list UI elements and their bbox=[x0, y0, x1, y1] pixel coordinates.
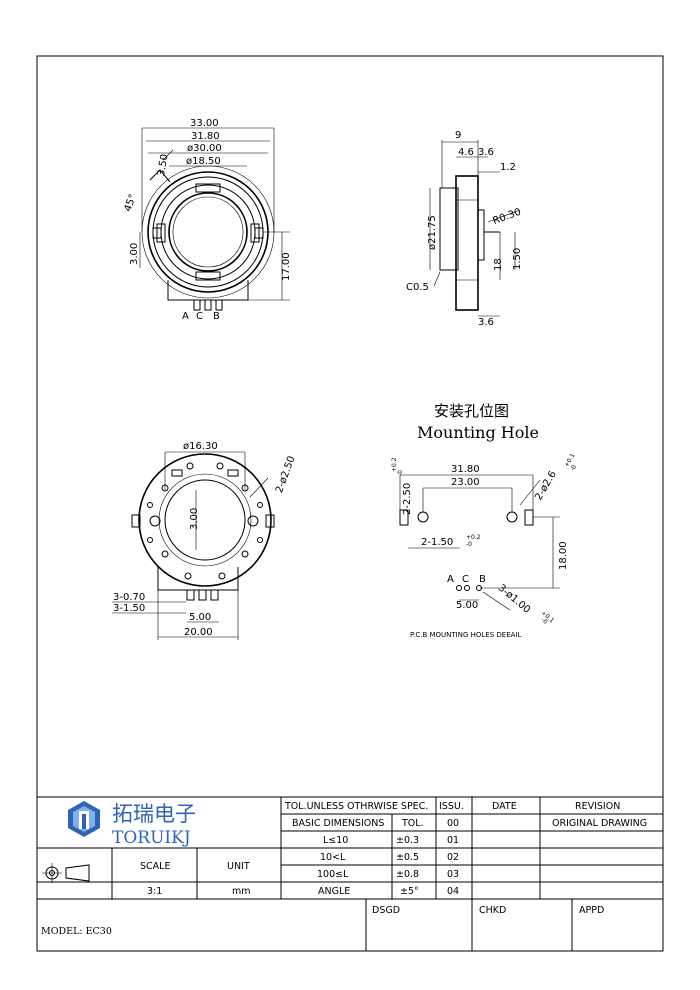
issu-row-3: 03 bbox=[447, 869, 459, 880]
issu-row-4: 04 bbox=[447, 886, 459, 897]
mounting-hole-view: 安装孔位图 Mounting Hole 2-2.50 +0.2 -0 31.80… bbox=[391, 402, 578, 639]
chkd-label: CHKD bbox=[479, 905, 506, 916]
issu-row-1: 01 bbox=[447, 835, 459, 846]
unit-label: UNIT bbox=[227, 861, 250, 872]
basic-dims-label: BASIC DIMENSIONS bbox=[292, 818, 384, 829]
mount-dim-11: 18.00 bbox=[558, 541, 569, 570]
bottom-dim-4: 3-1.50 bbox=[113, 603, 145, 614]
top-dim-3: 3.50 bbox=[156, 153, 171, 177]
mount-dim-12: 5.00 bbox=[456, 600, 478, 611]
issu-header: ISSU. bbox=[439, 801, 464, 812]
side-dim-4: R0.30 bbox=[491, 207, 522, 227]
top-dim-0: 33.00 bbox=[190, 118, 219, 129]
mount-dim-2: -0 bbox=[397, 470, 404, 476]
revision-row-1: ORIGINAL DRAWING bbox=[552, 818, 647, 829]
sheet-border bbox=[36, 55, 664, 952]
projection-symbol-icon bbox=[42, 863, 90, 883]
dsgd-label: DSGD bbox=[372, 905, 400, 916]
scale-label: SCALE bbox=[140, 861, 170, 872]
mount-dim-3: 31.80 bbox=[451, 464, 480, 475]
top-view: 33.00 31.80 ø30.00 3.50 ø18.50 45° 3.00 … bbox=[123, 118, 292, 322]
bottom-view: ø16.30 2-ø2.50 3.00 3-0.70 3-1.50 5.00 2… bbox=[112, 441, 298, 640]
side-dim-2: 3.6 bbox=[478, 147, 494, 158]
mount-dim-0: 2-2.50 bbox=[402, 483, 413, 515]
mount-dim-15: -0 bbox=[540, 617, 549, 626]
unit-value: mm bbox=[232, 886, 251, 897]
mount-dim-5: 2-ø2.6 bbox=[533, 469, 559, 502]
bottom-dim-5: 5.00 bbox=[189, 612, 211, 623]
side-view: 9 4.6 3.6 1.2 R0.30 ø21.75 18 1.50 C0.5 … bbox=[406, 130, 523, 328]
side-dim-9: 3.6 bbox=[478, 317, 494, 328]
tol-header: TOL.UNLESS OTHRWISE SPEC. bbox=[284, 801, 428, 812]
tol-row-2: ±0.5 bbox=[396, 852, 419, 863]
tol-label: TOL. bbox=[401, 818, 424, 829]
mount-pin-a: A bbox=[447, 574, 454, 585]
scale-value: 3:1 bbox=[147, 886, 162, 897]
side-dim-3: 1.2 bbox=[500, 162, 516, 173]
mount-dim-13: 3-ø1.00 bbox=[496, 583, 532, 616]
top-pin-c: C bbox=[196, 311, 203, 322]
bottom-dim-2: 3.00 bbox=[189, 508, 200, 530]
company-name-cn: 拓瑞电子 bbox=[112, 802, 196, 826]
top-dim-5: 45° bbox=[123, 193, 139, 213]
tol-row-1: ±0.3 bbox=[396, 835, 419, 846]
company-name-en: TORUIKJ bbox=[112, 828, 191, 848]
mounting-title-en: Mounting Hole bbox=[417, 423, 539, 442]
side-dim-1: 4.6 bbox=[458, 147, 474, 158]
revision-header: REVISION bbox=[575, 801, 620, 812]
top-dim-1: 31.80 bbox=[191, 131, 220, 142]
mounting-title-cn: 安装孔位图 bbox=[434, 402, 509, 420]
bottom-dim-0: ø16.30 bbox=[183, 441, 218, 452]
range-row-1: L≤10 bbox=[323, 835, 348, 846]
mount-dim-1: +0.2 bbox=[391, 457, 398, 472]
tol-row-4: ±5° bbox=[400, 886, 419, 897]
range-row-2: 10<L bbox=[320, 852, 346, 863]
model-label: MODEL: EC30 bbox=[41, 926, 112, 937]
top-dim-2: ø30.00 bbox=[187, 143, 222, 154]
mount-dim-7: -0 bbox=[569, 464, 578, 473]
mount-dim-10: -0 bbox=[466, 541, 472, 548]
title-block: 拓瑞电子 TORUIKJ TOL.UNLESS OTHRWISE SPEC. I… bbox=[37, 796, 663, 951]
mount-pin-b: B bbox=[479, 574, 486, 585]
top-pin-b: B bbox=[213, 311, 220, 322]
mount-dim-4: 23.00 bbox=[451, 477, 480, 488]
range-row-3: 100≤L bbox=[317, 869, 349, 880]
side-dim-7: 1.50 bbox=[512, 248, 523, 270]
appd-label: APPD bbox=[579, 905, 604, 916]
mount-pin-c: C bbox=[462, 574, 469, 585]
top-dim-7: 17.00 bbox=[281, 252, 292, 281]
side-dim-5: ø21.75 bbox=[427, 215, 438, 250]
bottom-dim-3: 3-0.70 bbox=[113, 592, 145, 603]
mount-dim-9: +0.2 bbox=[466, 534, 481, 541]
mount-dim-8: 2-1.50 bbox=[421, 537, 453, 548]
range-row-4: ANGLE bbox=[318, 886, 350, 897]
top-pin-a: A bbox=[182, 311, 189, 322]
company-logo-icon bbox=[68, 801, 100, 837]
side-dim-8: C0.5 bbox=[406, 282, 429, 293]
date-header: DATE bbox=[492, 801, 517, 812]
side-dim-0: 9 bbox=[455, 130, 461, 141]
bottom-dim-1: 2-ø2.50 bbox=[274, 455, 297, 495]
top-dim-6: 3.00 bbox=[129, 243, 140, 265]
tol-row-3: ±0.8 bbox=[396, 869, 419, 880]
mounting-note: P.C.B MOUNTING HOLES DEEAIL bbox=[410, 631, 521, 639]
issu-row-0: 00 bbox=[447, 818, 459, 829]
top-dim-4: ø18.50 bbox=[186, 156, 221, 167]
side-dim-6: 18 bbox=[493, 258, 504, 271]
bottom-dim-6: 20.00 bbox=[184, 627, 213, 638]
issu-row-2: 02 bbox=[447, 852, 459, 863]
